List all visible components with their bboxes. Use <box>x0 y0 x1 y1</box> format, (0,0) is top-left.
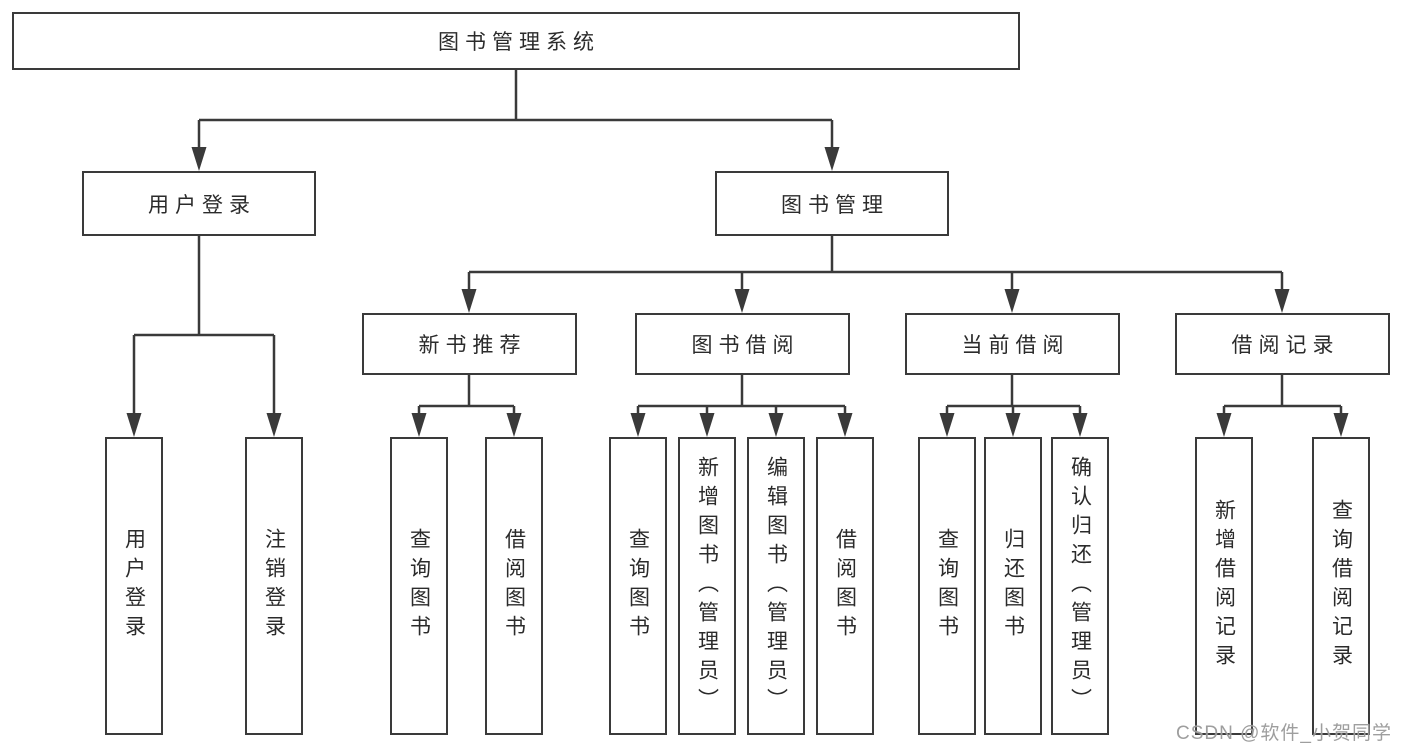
leaf-query-books-current: 查询图书 <box>918 437 976 735</box>
node-label: 用户登录 <box>148 193 256 217</box>
node-new-book-recommendation: 新书推荐 <box>362 313 577 375</box>
node-book-management-branch: 图书管理 <box>715 171 949 236</box>
leaf-confirm-return-admin: 确认归还（管理员） <box>1051 437 1109 735</box>
csdn-watermark: CSDN @软件_小贺同学 <box>1176 723 1392 744</box>
node-label: 查询图书 <box>935 528 959 644</box>
node-label: 查询图书 <box>407 528 431 644</box>
leaf-borrow-books: 借阅图书 <box>816 437 874 735</box>
leaf-user-login: 用户登录 <box>105 437 163 735</box>
node-label: 用户登录 <box>122 528 146 644</box>
leaf-edit-book-admin: 编辑图书（管理员） <box>747 437 805 735</box>
leaf-return-book: 归还图书 <box>984 437 1042 735</box>
node-label: 当前借阅 <box>961 334 1070 357</box>
node-label: 编辑图书（管理员） <box>764 455 788 717</box>
node-label: 图书管理系统 <box>438 31 600 54</box>
node-label: 查询借阅记录 <box>1329 499 1353 673</box>
node-label: 确认归还（管理员） <box>1068 455 1092 717</box>
node-current-borrowing: 当前借阅 <box>905 313 1120 375</box>
node-label: 借阅记录 <box>1231 334 1340 357</box>
node-user-login-branch: 用户登录 <box>82 171 316 236</box>
node-label: 查询图书 <box>626 528 650 644</box>
node-label: 新增借阅记录 <box>1212 499 1236 673</box>
node-label: 新增图书（管理员） <box>695 455 719 717</box>
node-book-borrowing: 图书借阅 <box>635 313 850 375</box>
node-library-management-system: 图书管理系统 <box>12 12 1020 70</box>
leaf-add-borrow-record: 新增借阅记录 <box>1195 437 1253 735</box>
node-label: 借阅图书 <box>502 528 526 644</box>
leaf-logout: 注销登录 <box>245 437 303 735</box>
node-label: 归还图书 <box>1001 528 1025 644</box>
leaf-query-books-recommend: 查询图书 <box>390 437 448 735</box>
node-label: 借阅图书 <box>833 528 857 644</box>
node-borrowing-records: 借阅记录 <box>1175 313 1390 375</box>
node-label: 图书借阅 <box>691 334 800 357</box>
leaf-query-borrow-record: 查询借阅记录 <box>1312 437 1370 735</box>
node-label: 注销登录 <box>262 528 286 644</box>
node-label: 新书推荐 <box>418 334 527 357</box>
node-label: 图书管理 <box>781 193 889 217</box>
leaf-add-book-admin: 新增图书（管理员） <box>678 437 736 735</box>
leaf-query-books-borrowing: 查询图书 <box>609 437 667 735</box>
leaf-borrow-books-recommend: 借阅图书 <box>485 437 543 735</box>
